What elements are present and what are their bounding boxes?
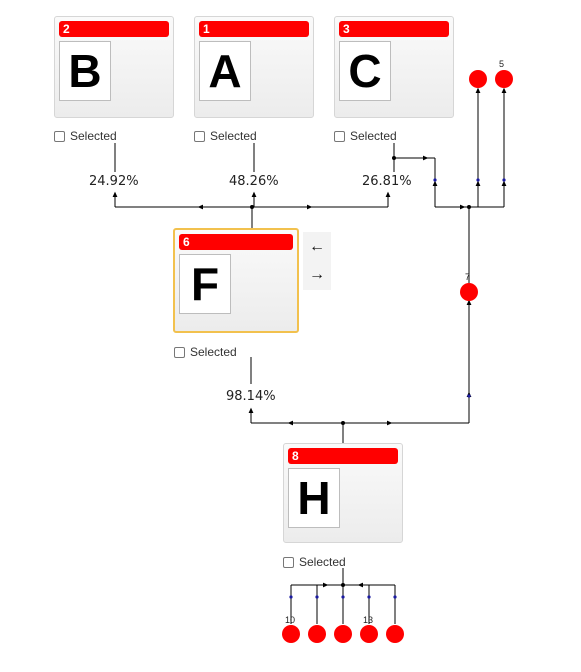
- node-card-h[interactable]: 8 H: [283, 443, 403, 543]
- node-header: 8: [288, 448, 398, 464]
- node-12-dot: [334, 625, 352, 643]
- selected-checkbox-c[interactable]: Selected: [334, 128, 397, 144]
- node-5-label: 5: [499, 59, 505, 69]
- node-10-label: 10: [285, 615, 296, 625]
- node-image: H: [288, 468, 340, 528]
- checkbox-label: Selected: [70, 129, 117, 143]
- percentage-a: 48.26%: [229, 174, 279, 189]
- node-letter: F: [190, 258, 220, 310]
- node-image: B: [59, 41, 111, 101]
- node-4-dot: [469, 70, 487, 88]
- node-7-label: 7: [465, 272, 471, 282]
- node-card-f[interactable]: 6 F: [173, 228, 299, 333]
- node-14-dot: [386, 625, 404, 643]
- node-letter: A: [208, 45, 242, 97]
- checkbox-label: Selected: [350, 129, 397, 143]
- node-image: F: [179, 254, 231, 314]
- checkbox-box[interactable]: [54, 130, 65, 142]
- node-card-c[interactable]: 3 C: [334, 16, 454, 118]
- node-header: 6: [179, 234, 293, 250]
- node-letter: B: [68, 45, 102, 97]
- checkbox-box[interactable]: [194, 130, 205, 142]
- node-13-label: 13: [363, 615, 374, 625]
- percentage-b: 24.92%: [89, 174, 139, 189]
- checkbox-label: Selected: [299, 555, 346, 569]
- selected-checkbox-b[interactable]: Selected: [54, 128, 117, 144]
- node-11-dot: [308, 625, 326, 643]
- node-header: 2: [59, 21, 169, 37]
- selected-checkbox-f[interactable]: Selected: [174, 344, 237, 360]
- node-letter: H: [297, 472, 331, 524]
- checkbox-box[interactable]: [174, 346, 185, 358]
- node-header: 3: [339, 21, 449, 37]
- arrow-left-icon[interactable]: ←: [309, 238, 325, 255]
- checkbox-label: Selected: [190, 345, 237, 359]
- selected-checkbox-a[interactable]: Selected: [194, 128, 257, 144]
- percentage-f: 98.14%: [226, 389, 276, 404]
- node-10-dot: [282, 625, 300, 643]
- checkbox-box[interactable]: [334, 130, 345, 142]
- node-5-dot: [495, 70, 513, 88]
- arrow-right-icon[interactable]: →: [309, 266, 325, 283]
- node-card-a[interactable]: 1 A: [194, 16, 314, 118]
- checkbox-box[interactable]: [283, 556, 294, 568]
- node-13-dot: [360, 625, 378, 643]
- node-card-b[interactable]: 2 B: [54, 16, 174, 118]
- node-image: C: [339, 41, 391, 101]
- node-header: 1: [199, 21, 309, 37]
- selected-checkbox-h[interactable]: Selected: [283, 554, 346, 570]
- node-image: A: [199, 41, 251, 101]
- percentage-c: 26.81%: [362, 174, 412, 189]
- expand-toggles: ← →: [303, 232, 331, 290]
- node-letter: C: [348, 45, 382, 97]
- checkbox-label: Selected: [210, 129, 257, 143]
- node-7-dot: [460, 283, 478, 301]
